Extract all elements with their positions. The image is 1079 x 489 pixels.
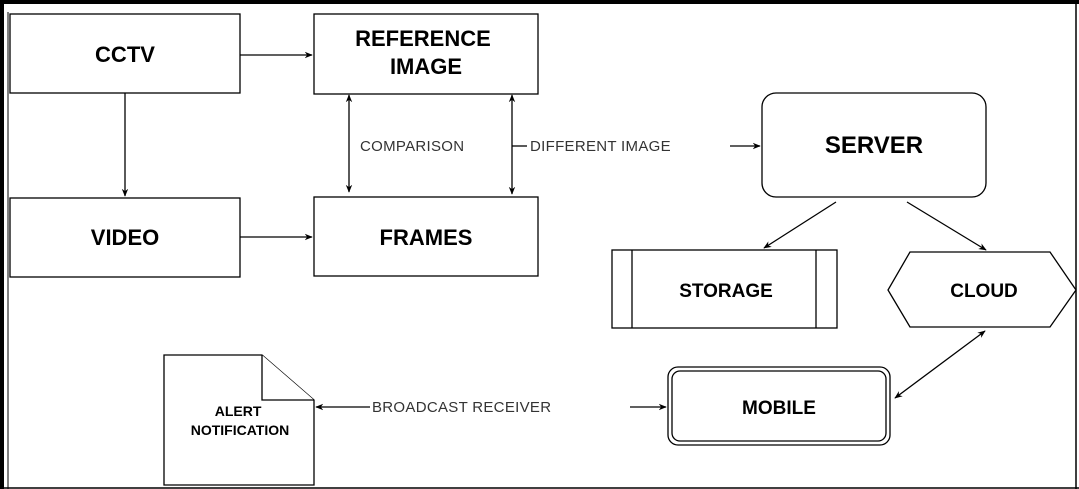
node-cctv: CCTV	[9, 13, 241, 94]
svg-text:ALERT NOTIFICATION: ALERT NOTIFICATION	[191, 403, 290, 438]
node-video: VIDEO	[9, 197, 241, 278]
edge-server-to-cloud	[906, 201, 987, 251]
node-mobile: MOBILE	[667, 366, 891, 446]
node-label-alert-line2: NOTIFICATION	[191, 422, 290, 438]
node-label-reference-line1: REFERENCE	[355, 26, 491, 51]
node-frames: FRAMES	[313, 196, 539, 277]
node-label-reference-line2: IMAGE	[390, 54, 462, 79]
edge-cloud-mobile	[894, 330, 986, 399]
node-label-frames: FRAMES	[380, 225, 473, 250]
edge-label-different-image: DIFFERENT IMAGE	[530, 138, 671, 155]
node-server: SERVER	[761, 92, 987, 198]
node-cloud: CLOUD	[887, 251, 1077, 328]
edge-label-broadcast-receiver: BROADCAST RECEIVER	[372, 399, 551, 416]
edge-server-to-storage	[763, 201, 837, 249]
node-label-mobile: MOBILE	[742, 398, 816, 419]
edge-label-comparison: COMPARISON	[360, 138, 464, 155]
node-reference-image: REFERENCE IMAGE	[313, 13, 539, 95]
node-label-cloud: CLOUD	[950, 281, 1018, 302]
node-label-server: SERVER	[825, 132, 923, 159]
node-alert-notification: ALERT NOTIFICATION	[163, 354, 315, 486]
node-storage: STORAGE	[611, 249, 838, 329]
node-label-cctv: CCTV	[95, 42, 155, 67]
svg-text:REFERENCE IMAGE: REFERENCE IMAGE	[355, 26, 497, 79]
node-label-storage: STORAGE	[679, 281, 773, 302]
node-label-alert-line1: ALERT	[215, 403, 262, 419]
node-label-video: VIDEO	[91, 225, 159, 250]
